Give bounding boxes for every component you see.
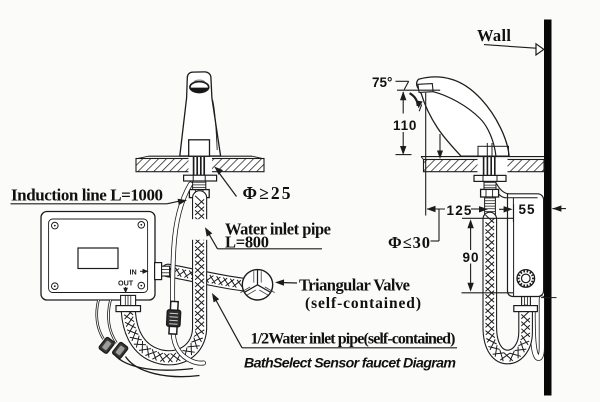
svg-text:55: 55 — [519, 202, 536, 217]
svg-text:Φ≥25: Φ≥25 — [243, 183, 291, 203]
svg-text:110: 110 — [393, 118, 417, 133]
svg-text:Φ≤30: Φ≤30 — [388, 233, 430, 252]
svg-text:L=800: L=800 — [225, 233, 269, 252]
svg-text:Wall: Wall — [477, 26, 511, 45]
svg-text:Induction line L=1000: Induction line L=1000 — [11, 186, 163, 205]
svg-text:(self-contained): (self-contained) — [305, 295, 421, 312]
svg-text:OUT: OUT — [118, 278, 134, 287]
svg-text:90: 90 — [463, 250, 480, 265]
svg-text:125: 125 — [447, 203, 473, 218]
svg-text:BathSelect Sensor faucet Diagr: BathSelect Sensor faucet Diagram — [244, 356, 456, 372]
svg-text:75°: 75° — [372, 75, 392, 90]
svg-text:1/2Water inlet pipe(self-conta: 1/2Water inlet pipe(self-contained) — [251, 331, 456, 348]
svg-text:Water inlet pipe: Water inlet pipe — [225, 220, 331, 239]
svg-text:IN: IN — [130, 268, 137, 277]
svg-text:Triangular Valve: Triangular Valve — [299, 276, 410, 295]
